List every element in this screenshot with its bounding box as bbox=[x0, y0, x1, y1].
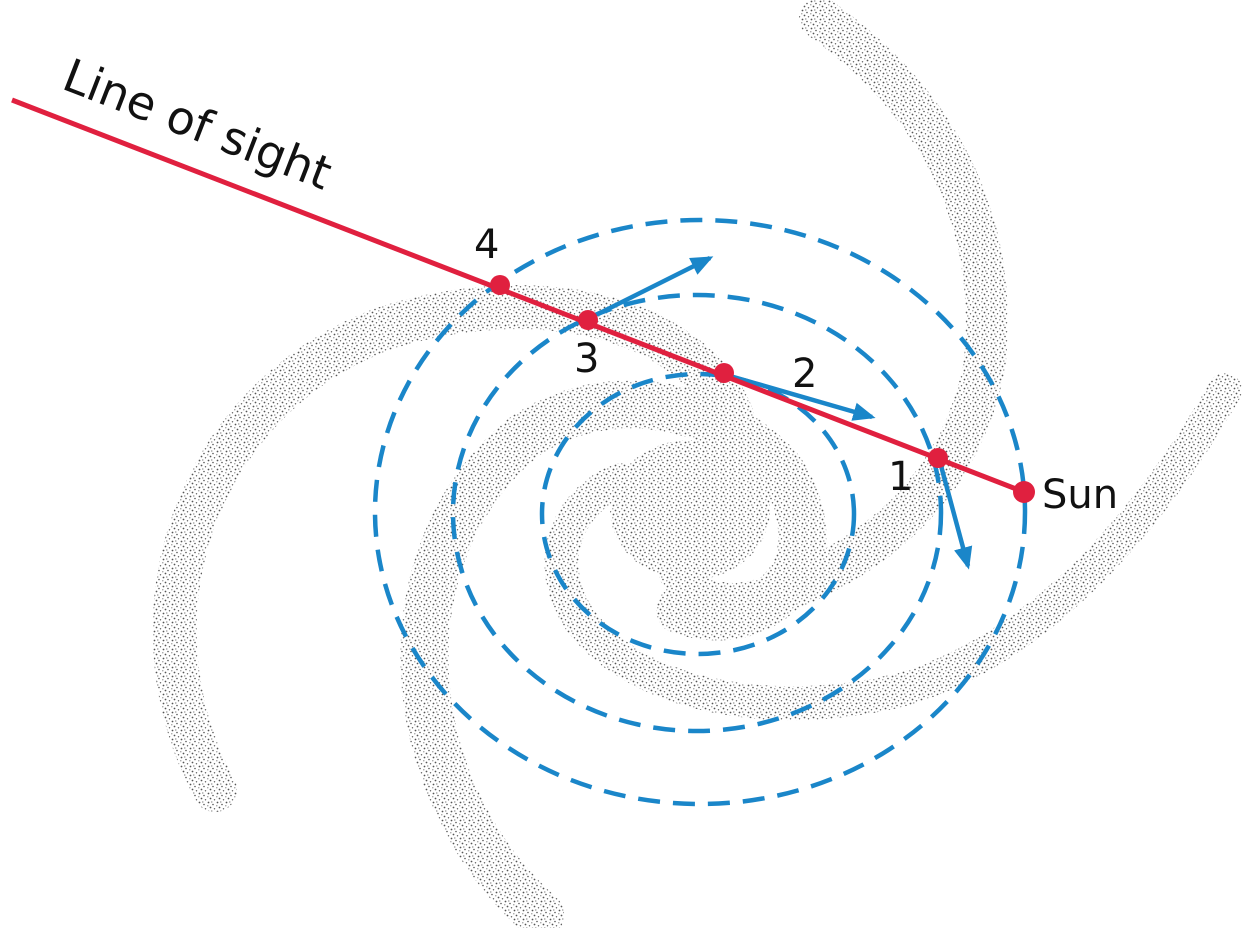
point-3-label: 3 bbox=[574, 336, 599, 382]
velocity-arrows bbox=[596, 255, 973, 570]
velocity-arrow-2 bbox=[729, 373, 876, 421]
point-3-marker bbox=[578, 310, 598, 330]
orbit-middle bbox=[450, 292, 944, 734]
point-1-label: 1 bbox=[888, 454, 913, 500]
spiral-arm-lower bbox=[400, 380, 827, 928]
spiral-arm-lower-right bbox=[544, 373, 1242, 721]
point-1-marker bbox=[928, 448, 948, 468]
sun-label: Sun bbox=[1042, 472, 1118, 518]
orbit-outer bbox=[372, 217, 1028, 807]
orbits bbox=[372, 217, 1028, 807]
point-2-label: 2 bbox=[792, 351, 817, 397]
line-of-sight-label: Line of sight bbox=[56, 48, 339, 201]
line-of-sight bbox=[11, 97, 1025, 495]
point-2-marker bbox=[714, 363, 734, 383]
spiral-galaxy-stipple-icon bbox=[152, 0, 1242, 928]
sight-points bbox=[490, 275, 1035, 503]
point-4-marker bbox=[490, 275, 510, 295]
velocity-arrow-1 bbox=[937, 461, 973, 570]
point-4-label: 4 bbox=[474, 222, 499, 268]
orbit-inner bbox=[539, 371, 857, 657]
sun-marker bbox=[1013, 481, 1035, 503]
velocity-arrow-3 bbox=[596, 255, 714, 317]
galaxy-core bbox=[610, 440, 770, 580]
